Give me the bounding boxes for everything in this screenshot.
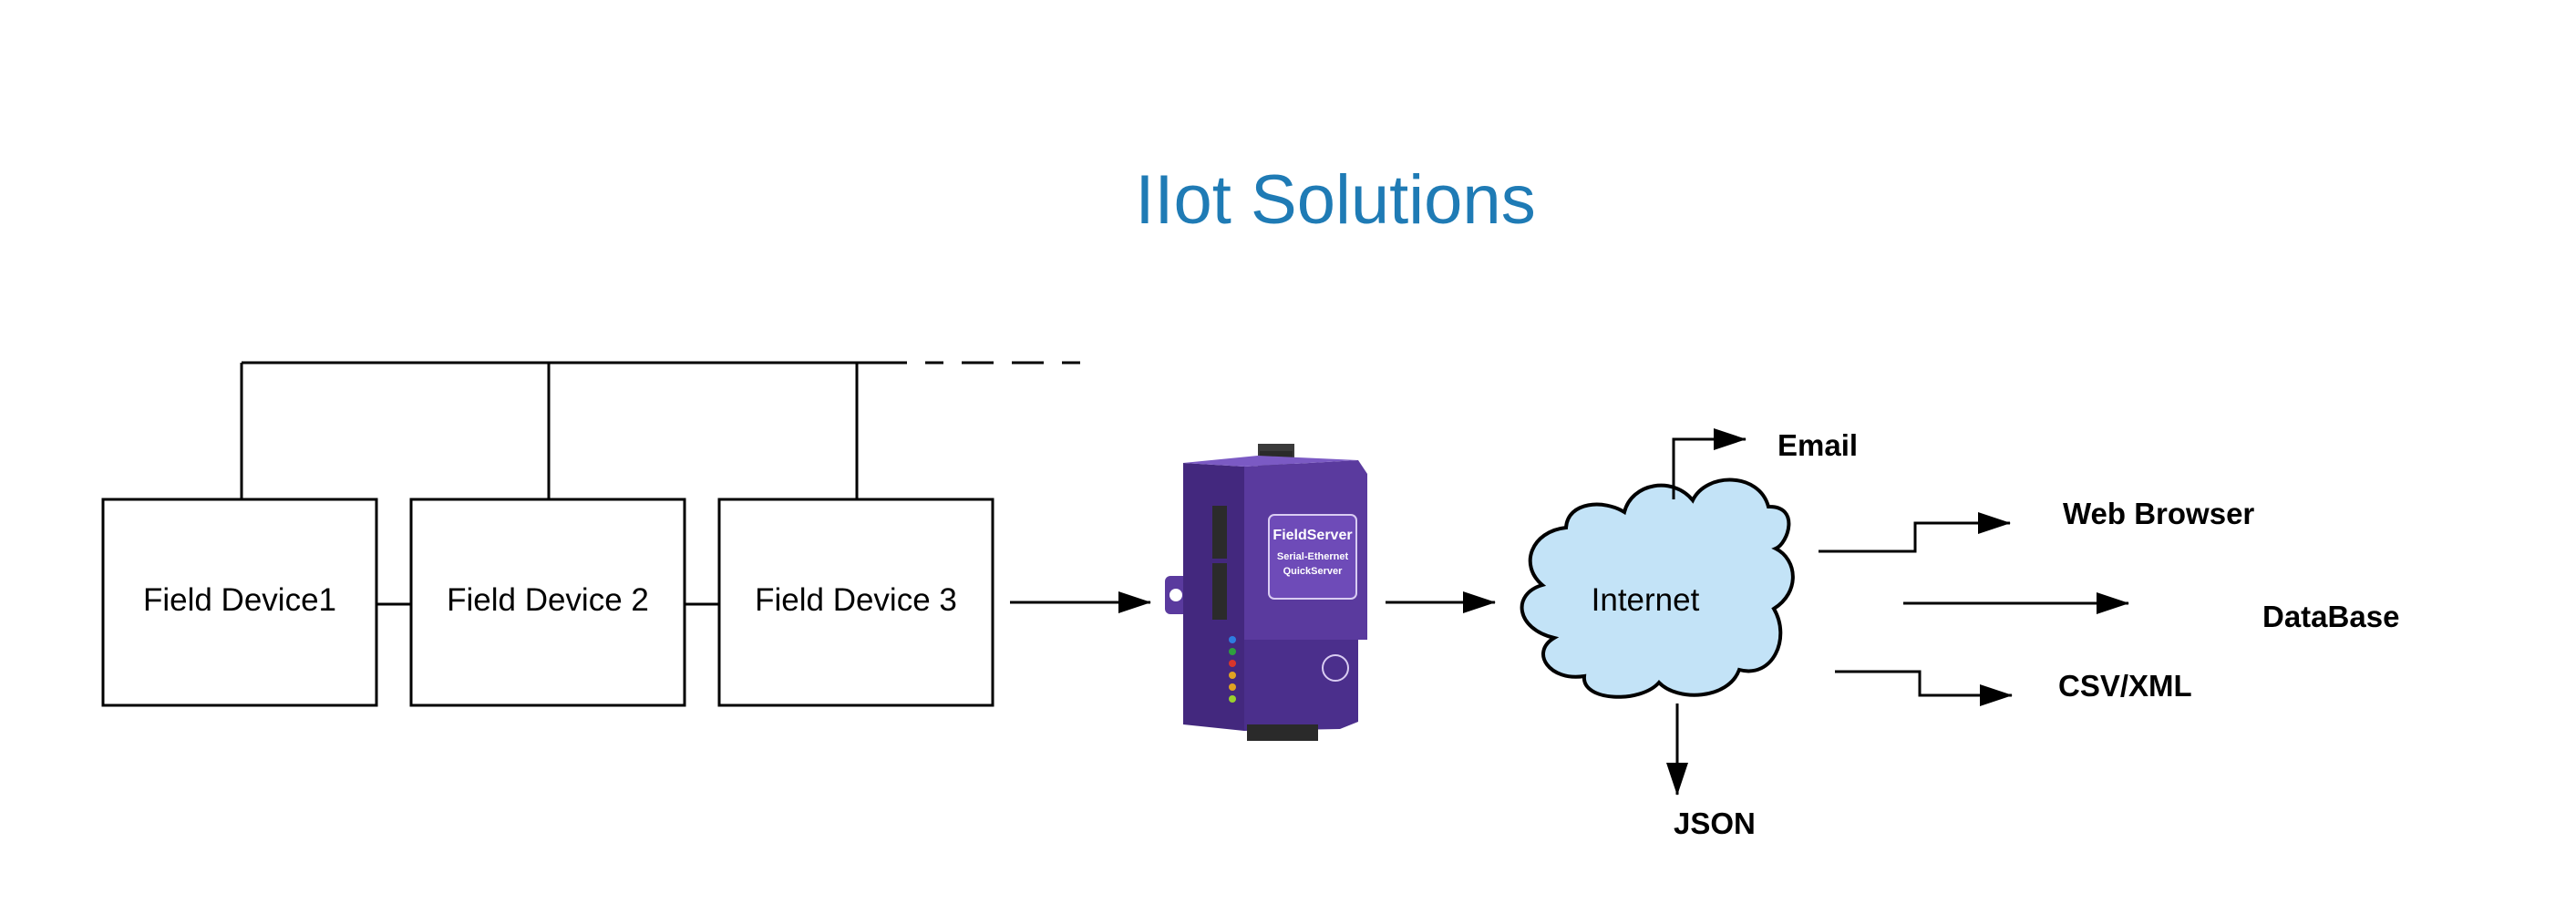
field-device-2: Field Device 2 xyxy=(409,498,686,707)
field-device-1: Field Device1 xyxy=(101,498,378,707)
database-output-label: DataBase xyxy=(2262,600,2399,633)
field-device-3: Field Device 3 xyxy=(717,498,994,707)
field-device-3-label: Field Device 3 xyxy=(755,582,957,618)
gateway-line1-label: Serial-Ethernet xyxy=(1277,551,1349,562)
arrow-to-csv-xml xyxy=(1835,670,2013,706)
gateway-line2-label: QuickServer xyxy=(1283,566,1344,577)
arrow-to-web-browser xyxy=(1819,512,2011,553)
csv-xml-output-label: CSV/XML xyxy=(2058,669,2192,703)
gateway-device-image: FieldServer Serial-Ethernet QuickServer xyxy=(1165,444,1367,741)
diagram-title: IIot Solutions xyxy=(1135,161,1535,239)
json-output-label: JSON xyxy=(1674,806,1756,840)
internet-cloud: Internet xyxy=(1520,478,1795,699)
gateway-brand-label: FieldServer xyxy=(1273,528,1352,543)
internet-cloud-label: Internet xyxy=(1592,582,1700,618)
field-device-1-label: Field Device1 xyxy=(143,582,336,618)
arrow-to-email xyxy=(1672,428,1747,499)
email-output-label: Email xyxy=(1777,428,1858,462)
web-browser-output-label: Web Browser xyxy=(2063,497,2254,530)
fieldbus-connector xyxy=(240,361,1080,499)
field-device-2-label: Field Device 2 xyxy=(447,582,649,618)
